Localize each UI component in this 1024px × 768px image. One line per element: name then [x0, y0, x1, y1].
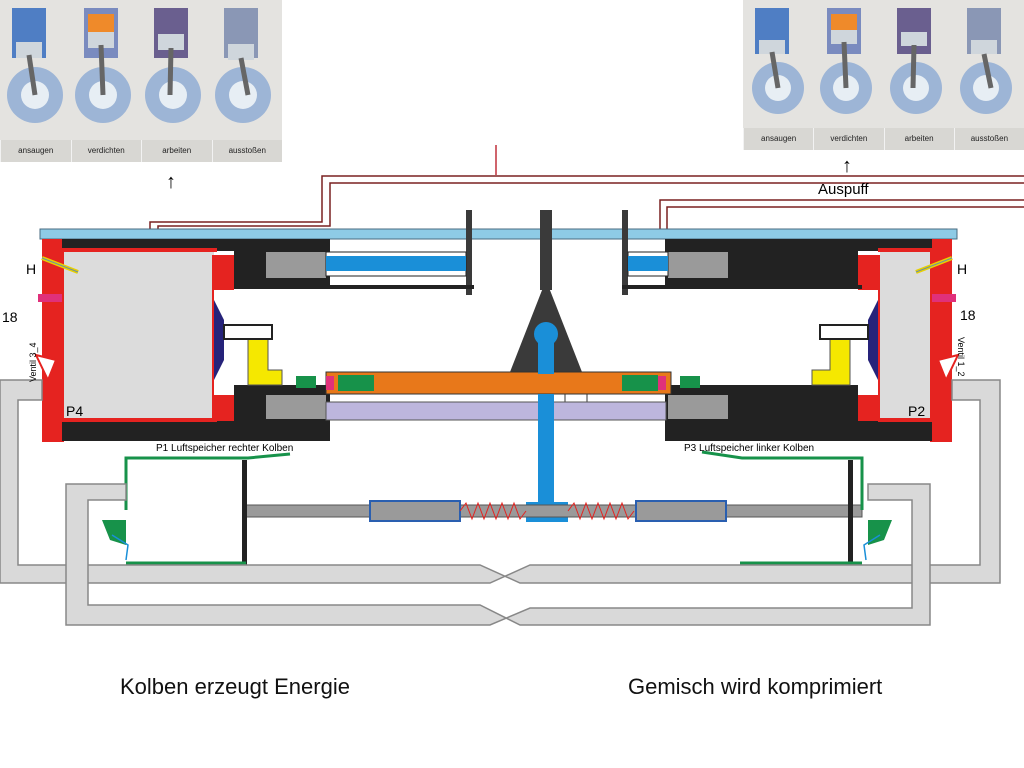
stage-image-3 [140, 0, 210, 140]
lower-mechanism [242, 460, 863, 565]
valve-label-right: Ventil 1_2 [956, 337, 966, 377]
left-cylinder [42, 239, 474, 442]
exhaust-label: Auspuff [818, 181, 869, 198]
linkages [223, 324, 869, 386]
stage-image-4 [210, 0, 282, 140]
air-ducts [0, 379, 1001, 626]
stage-label: ausstoßen [953, 128, 1024, 150]
storage-label-p3: P3 Luftspeicher linker Kolben [684, 443, 814, 454]
storage-label-p1: P1 Luftspeicher rechter Kolben [156, 443, 293, 454]
stage-label: arbeiten [141, 140, 212, 162]
center-post [540, 210, 552, 290]
stage-label: verdichten [813, 128, 883, 150]
stage-label: arbeiten [883, 128, 954, 150]
right-cylinder [622, 239, 952, 442]
stage-labels: ansaugen verdichten arbeiten ausstoßen [0, 140, 282, 162]
number-label-right: 18 [960, 307, 976, 323]
engine-cycle-panel-left: ansaugen verdichten arbeiten ausstoßen [0, 0, 282, 162]
spark-plug-label-right: H [957, 261, 967, 277]
spark-plug-label-left: H [26, 261, 36, 277]
top-crossbar [39, 228, 958, 240]
stage-image-2 [813, 0, 883, 128]
piston-rod [296, 371, 700, 421]
caption-left: Kolben erzeugt Energie [120, 674, 350, 699]
stage-label: ansaugen [743, 128, 813, 150]
stage-label: ansaugen [0, 140, 71, 162]
stage-label: verdichten [70, 140, 142, 162]
chamber-label-p2: P2 [908, 403, 925, 419]
stage-labels: ansaugen verdichten arbeiten ausstoßen [743, 128, 1024, 150]
number-label-left: 18 [2, 309, 18, 325]
exhaust-pipes [149, 145, 1024, 229]
center-post-right [622, 210, 628, 295]
caption-right: Gemisch wird komprimiert [628, 674, 883, 699]
valve-label-left: Ventil 3_4 [28, 342, 38, 382]
center-post-left [466, 210, 472, 295]
stage-label: ausstoßen [211, 140, 283, 162]
stage-image-2 [70, 0, 140, 140]
stage-image-1 [743, 0, 813, 128]
arrow-up-right: ↑ [842, 155, 852, 177]
chamber-label-p4: P4 [66, 403, 83, 419]
spark-plugs [38, 256, 956, 302]
engine-cycle-panel-right: ansaugen verdichten arbeiten ausstoßen [743, 0, 1024, 150]
stage-image-3 [883, 0, 953, 128]
stage-image-4 [953, 0, 1024, 128]
arrow-up-left: ↑ [166, 171, 176, 193]
stage-image-1 [0, 0, 70, 140]
valves [34, 353, 960, 561]
